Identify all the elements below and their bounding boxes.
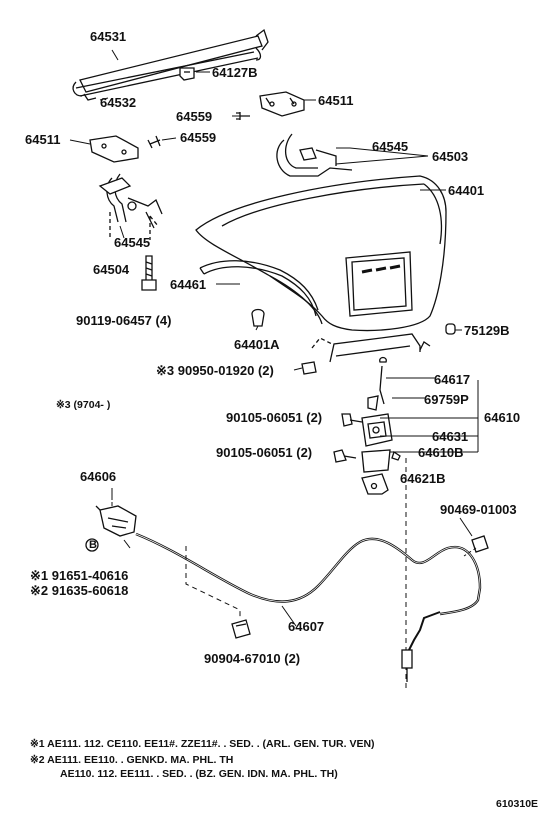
part-label-64511-left: 64511 [25,132,61,147]
bolt-90105-upper [341,413,363,427]
striker-64621B [361,473,389,495]
part-label-91651: ※1 91651-40616 [30,568,129,583]
part-label-90469: 90469-01003 [440,502,517,517]
part-label-90105-upper: 90105-06051 (2) [226,410,323,425]
part-label-64621B: 64621B [400,471,446,486]
hinge-bracket-64511-left [89,135,139,163]
release-lever-64606 [95,505,137,537]
part-label-64401A: 64401A [234,337,280,352]
part-label-90119: 90119-06457 (4) [76,313,172,328]
part-label-90904: 90904-67010 (2) [204,651,301,666]
clip-90950 [301,361,317,375]
footnote-2-line-2: AE110. 112. EE111. . SED. . (BZ. GEN. ID… [60,768,338,780]
lock-rod-64617 [367,356,387,411]
part-label-64610B: 64610B [418,445,464,460]
plug-75129B [445,323,456,335]
cushion-64401A [251,308,265,327]
part-label-64532: 64532 [100,95,137,110]
part-label-75129B: 75129B [464,323,510,338]
diagram-code: 610310E [496,798,539,810]
release-cable-64607 [135,532,482,682]
part-label-64401: 64401 [448,183,485,198]
part-label-64606: 64606 [80,469,117,484]
part-label-64559-upper: 64559 [176,109,213,124]
torsion-bar-64532 [83,93,97,101]
part-label-64531: 64531 [90,29,127,44]
leader-lines [69,49,473,627]
torsion-bar-64531 [72,28,269,97]
latch-64610B [361,449,401,473]
part-label-64461: 64461 [170,277,207,292]
part-label-64503: 64503 [432,149,469,164]
clamp-90904 [231,619,251,639]
part-label-90105-lower: 90105-06051 (2) [216,445,313,460]
part-label-64607: 64607 [288,619,325,634]
part-label-69759P: 69759P [424,392,469,407]
lock-assembly-64610 [361,413,393,447]
part-label-64610: 64610 [484,410,521,425]
part-label-90950: ※3 90950-01920 (2) [156,363,274,378]
bolt-90119 [141,255,157,291]
callout-circle-B [85,538,99,552]
bolt-64559-left [147,135,161,149]
part-label-64631: 64631 [432,429,469,444]
hinge-bracket-64511-right [259,91,305,117]
part-label-64545-left: 64545 [114,235,151,250]
part-label-64617: 64617 [434,372,471,387]
hinge-arm-64545-right [276,133,353,177]
clip-64127B [179,67,195,81]
part-label-64511-right: 64511 [318,93,354,108]
footnote-2-line-1: ※2 AE111. EE110. . GENKD. MA. PHL. TH [30,754,234,766]
footnote-1: ※1 AE111. 112. CE110. EE11#. ZZE11#. . S… [30,738,375,750]
part-label-64127B: 64127B [212,65,258,80]
date-range-note: ※3 (9704- ) [56,399,111,411]
callout-circle-B-label: B [89,539,97,551]
part-label-64559-left: 64559 [180,130,217,145]
part-label-64504: 64504 [93,262,130,277]
bolt-90105-lower [333,449,357,463]
part-label-91635: ※2 91635-60618 [30,583,129,598]
part-label-64545-right: 64545 [372,139,409,154]
hinge-arm-64545-left [98,173,163,229]
weatherstrip-64461 [199,260,319,317]
trunk-lid-64401 [195,175,447,332]
